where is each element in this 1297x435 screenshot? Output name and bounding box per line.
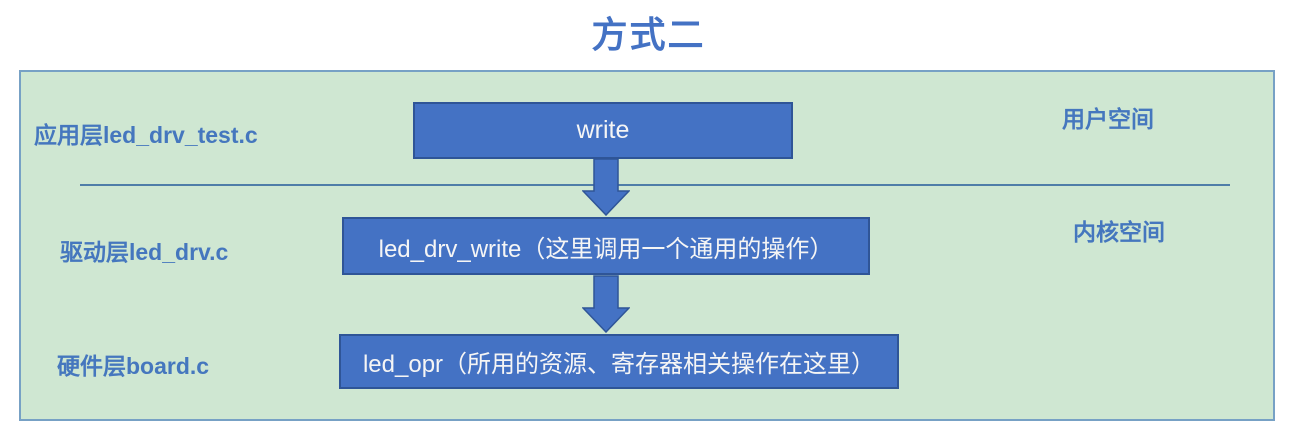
- diagram-panel: 应用层led_drv_test.c 驱动层led_drv.c 硬件层board.…: [19, 70, 1275, 421]
- layer-label-application: 应用层led_drv_test.c: [34, 122, 258, 148]
- down-arrow-icon: [582, 275, 630, 333]
- flow-box-write: write: [413, 102, 793, 159]
- region-label-user-space: 用户空间: [1062, 106, 1154, 132]
- flow-box-led-opr: led_opr（所用的资源、寄存器相关操作在这里）: [339, 334, 899, 389]
- layer-label-hardware: 硬件层board.c: [57, 353, 210, 379]
- region-label-kernel-space: 内核空间: [1073, 219, 1165, 245]
- flow-box-led-drv-write: led_drv_write（这里调用一个通用的操作）: [342, 217, 870, 275]
- user-kernel-divider: [80, 184, 1230, 186]
- down-arrow-icon: [582, 158, 630, 216]
- diagram-title: 方式二: [591, 14, 706, 55]
- layer-label-driver: 驱动层led_drv.c: [60, 239, 229, 265]
